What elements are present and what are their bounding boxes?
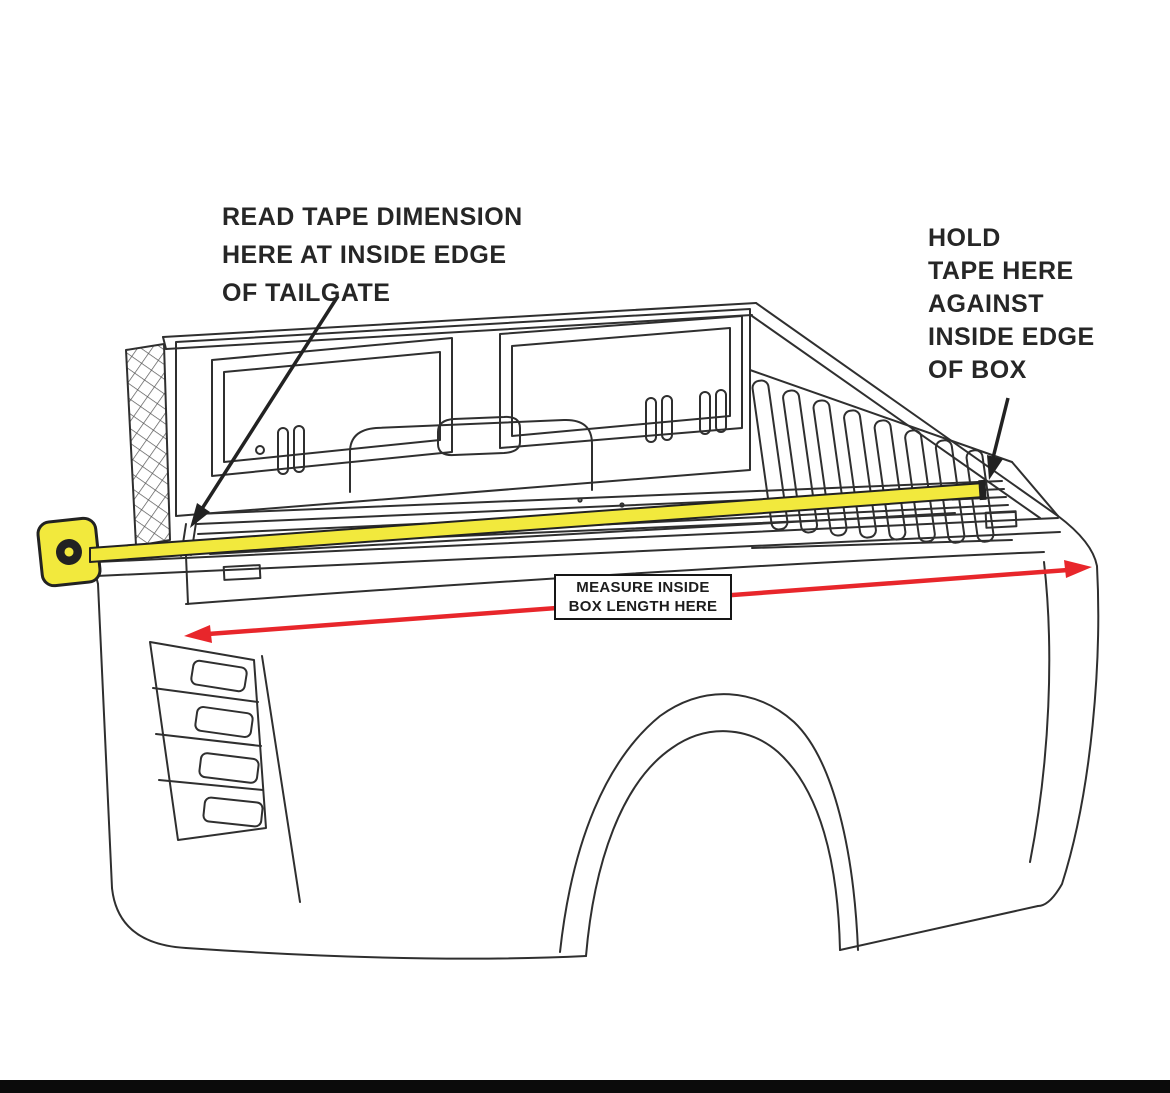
measure-label-line2: BOX LENGTH HERE: [568, 598, 718, 615]
truck-bed-linework: [95, 302, 1100, 960]
stake-pocket-mesh: [125, 343, 171, 547]
bulkhead-panel: [175, 308, 751, 517]
measure-inside-label: MEASURE INSIDE BOX LENGTH HERE: [554, 574, 732, 620]
hold-tape-annotation: HOLD TAPE HERE AGAINST INSIDE EDGE OF BO…: [928, 224, 1095, 384]
bottom-bar: [0, 1080, 1170, 1093]
read-tape-arrow: [190, 295, 340, 528]
measure-label-line1: MEASURE INSIDE: [576, 579, 710, 596]
tape-end-hook: [978, 479, 987, 501]
hold-tape-arrow: [987, 397, 1010, 480]
read-tape-annotation: READ TAPE DIMENSION HERE AT INSIDE EDGE …: [222, 203, 523, 307]
tape-measure: [36, 479, 987, 588]
